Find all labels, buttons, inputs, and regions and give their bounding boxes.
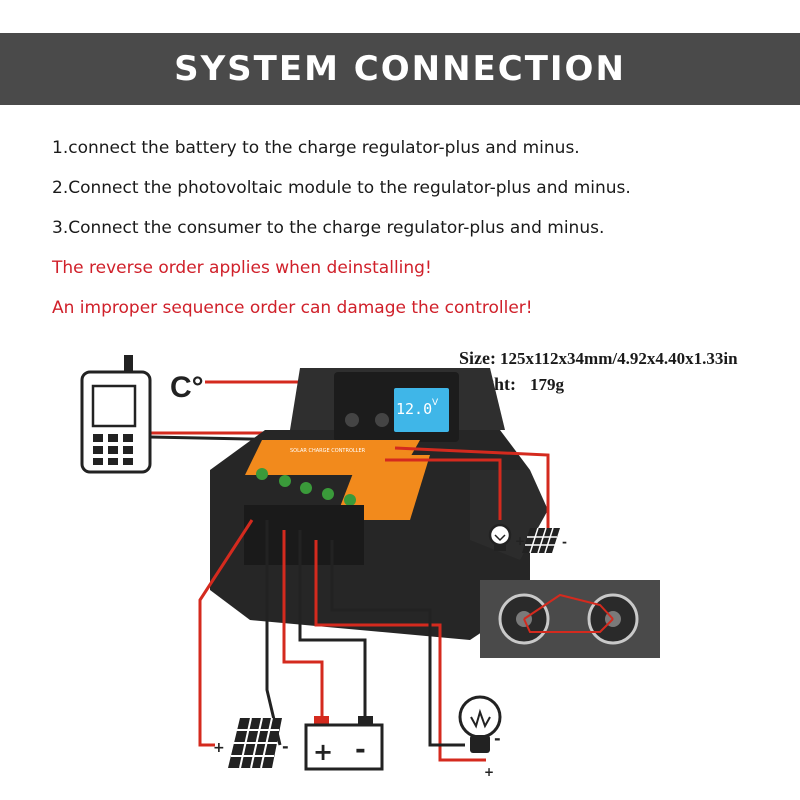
terminal-wires (198, 519, 486, 762)
battery-plus-wire (282, 530, 324, 720)
load-plus-wire (314, 540, 486, 762)
solar-plus-sign: + (213, 740, 225, 756)
small-bulb-icon (488, 523, 512, 551)
battery-minus-wire (298, 530, 367, 720)
instruction-step-3: 3.Connect the consumer to the charge reg… (52, 218, 605, 238)
size-spec: Size: 125x112x34mm/4.92x4.40x1.33in (459, 346, 738, 372)
small-panel-minus: - (562, 535, 567, 549)
controller-label: SOLAR CHARGE CONTROLLER (290, 448, 366, 454)
charge-controller: 12.0 V SOLAR CHARGE CONTROLLER (210, 368, 548, 640)
small-solar-panel-icon (522, 527, 560, 554)
page-title: SYSTEM CONNECTION (174, 49, 626, 89)
instruction-step-2: 2.Connect the photovoltaic module to the… (52, 178, 631, 198)
bulb-minus-sign: - (494, 729, 501, 748)
weight-value: 179g (530, 375, 564, 394)
lcd-reading: 12.0 (396, 400, 432, 418)
side-wire-red-2 (385, 458, 502, 520)
lcd-unit: V (432, 398, 439, 408)
terminal-zoom-box (480, 580, 660, 658)
battery-icon (304, 716, 384, 771)
terminal-screws (256, 468, 356, 506)
load-minus-wire (330, 540, 465, 747)
battery-minus-sign: - (355, 735, 366, 765)
battery-plus-sign: + (313, 738, 333, 766)
size-value: 125x112x34mm/4.92x4.40x1.33in (499, 349, 738, 368)
mobile-phone-icon (80, 355, 152, 474)
orange-panel-right (335, 455, 430, 520)
solar-minus-sign: - (282, 737, 289, 756)
warning-reverse-order: The reverse order applies when deinstall… (52, 258, 432, 278)
light-bulb-icon (458, 695, 502, 753)
instructions-block: 1.connect the battery to the charge regu… (52, 128, 772, 328)
size-label: Size: (459, 348, 496, 368)
temperature-label: C° (170, 371, 204, 404)
title-banner: SYSTEM CONNECTION (0, 33, 800, 105)
instruction-step-1: 1.connect the battery to the charge regu… (52, 138, 580, 158)
bulb-plus-sign: + (484, 765, 494, 779)
lcd-screen (394, 388, 449, 432)
usb-side-wires (385, 446, 550, 528)
small-panel-plus: + (515, 534, 525, 548)
solar-plus-wire (198, 519, 254, 747)
side-wire-red (394, 446, 550, 528)
warning-improper-sequence: An improper sequence order can damage th… (52, 298, 533, 318)
solar-panel-icon (228, 717, 282, 769)
